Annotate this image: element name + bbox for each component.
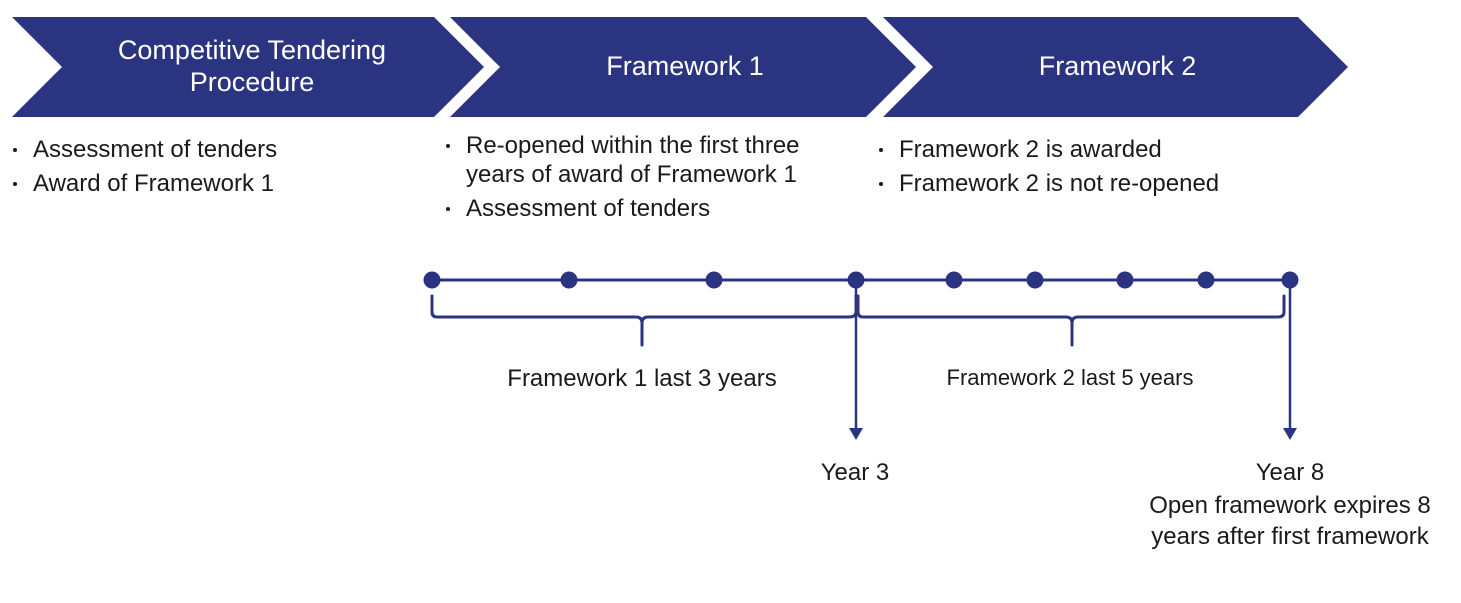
stage-title-framework-1: Framework 1 — [606, 51, 764, 81]
year-8-arrowhead — [1283, 428, 1297, 440]
framework-1-span-brace — [430, 294, 858, 347]
stage-title-framework-2: Framework 2 — [1038, 51, 1197, 81]
timeline-point — [945, 271, 963, 289]
stage-2-bullet-list: Re-opened within the first three years o… — [443, 131, 818, 228]
timeline-point — [560, 271, 578, 289]
bullet-item: Framework 2 is awarded — [876, 135, 1231, 164]
year-8-label: Year 8 — [1255, 459, 1325, 486]
chevron-stage-2 — [450, 17, 916, 117]
framework-2-span-brace — [856, 294, 1286, 347]
process-chevrons — [12, 17, 1348, 117]
stage-title-competitive-tendering: Competitive Tendering Procedure — [117, 35, 387, 97]
chevron-stage-1 — [12, 17, 484, 117]
bullet-item: Framework 2 is not re-opened — [876, 169, 1231, 198]
framework-1-span-label: Framework 1 last 3 years — [507, 365, 777, 392]
stage-1-bullet-list: Assessment of tenders Award of Framework… — [10, 135, 410, 203]
bullet-item: Re-opened within the first three years o… — [443, 131, 818, 189]
chevron-stage-3 — [883, 17, 1348, 117]
bullet-item: Award of Framework 1 — [10, 169, 410, 198]
timeline-point — [1197, 271, 1215, 289]
bullet-item: Assessment of tenders — [443, 194, 818, 223]
stage-3-bullet-list: Framework 2 is awarded Framework 2 is no… — [876, 135, 1231, 203]
timeline-point — [1116, 271, 1134, 289]
timeline-point — [1026, 271, 1044, 289]
framework-2-span-label: Framework 2 last 5 years — [946, 365, 1194, 390]
bullet-item: Assessment of tenders — [10, 135, 410, 164]
timeline-point — [705, 271, 723, 289]
year-8-expiry-note: Open framework expires 8 years after fir… — [1149, 492, 1431, 550]
year-3-label: Year 3 — [820, 459, 890, 486]
year-3-arrowhead — [849, 428, 863, 440]
timeline-point — [423, 271, 441, 289]
